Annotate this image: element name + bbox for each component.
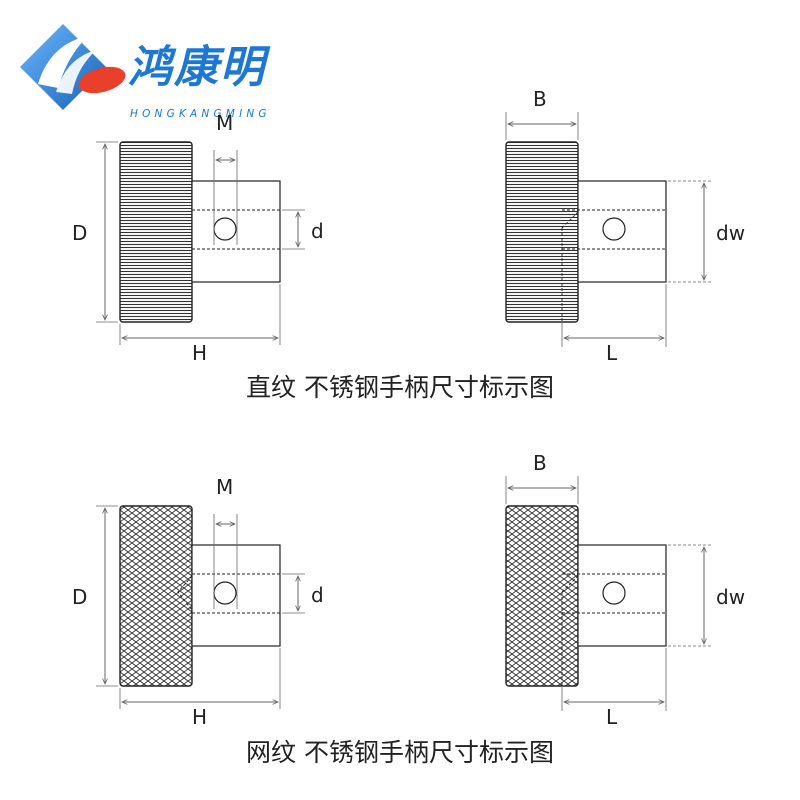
knurled-head bbox=[505, 141, 579, 323]
label-dw: dw bbox=[716, 585, 745, 609]
label-B: B bbox=[533, 451, 547, 475]
cross-hole bbox=[602, 217, 626, 241]
diamond-front-view: M d D H bbox=[72, 475, 324, 729]
straight-section-view: B dw L bbox=[505, 87, 745, 365]
caption-diamond-knurl: 网纹 不锈钢手柄尺寸标示图 bbox=[246, 738, 554, 767]
brand-logo: 鸿康明 HONGKANGMING bbox=[18, 22, 318, 120]
label-L: L bbox=[606, 341, 618, 365]
logo-english-name: HONGKANGMING bbox=[130, 108, 271, 120]
logo-chinese-name: 鸿康明 bbox=[128, 42, 266, 93]
label-H: H bbox=[192, 705, 207, 729]
label-L: L bbox=[606, 705, 618, 729]
cross-hole bbox=[213, 581, 237, 605]
knurled-head bbox=[505, 505, 579, 687]
cross-hole bbox=[602, 581, 626, 605]
label-dw: dw bbox=[716, 221, 745, 245]
logo-emblem-icon bbox=[20, 24, 126, 110]
diamond-section-view: B dw L bbox=[505, 451, 745, 729]
label-M: M bbox=[216, 111, 233, 135]
label-B: B bbox=[533, 87, 547, 111]
label-d: d bbox=[311, 583, 324, 607]
label-d: d bbox=[311, 219, 324, 243]
caption-straight-knurl: 直纹 不锈钢手柄尺寸标示图 bbox=[246, 373, 554, 402]
label-H: H bbox=[192, 341, 207, 365]
label-D: D bbox=[72, 585, 87, 609]
straight-front-view: M d D H bbox=[72, 111, 324, 365]
knurled-head bbox=[119, 141, 193, 323]
label-M: M bbox=[216, 475, 233, 499]
label-D: D bbox=[72, 221, 87, 245]
cross-hole bbox=[213, 217, 237, 241]
